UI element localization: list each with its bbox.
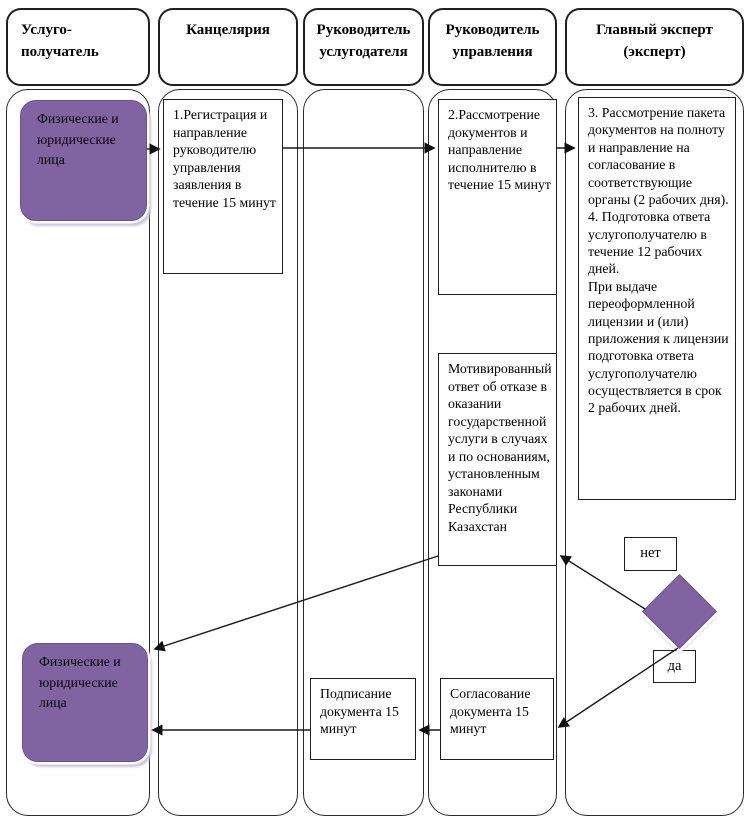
process-step3-4-expert-review: 3. Рассмотрение пакета документов на пол… [578, 97, 736, 500]
lane-header-service-recipient: Услуго-получатель [6, 8, 150, 86]
terminator-recipient-top: Физические и юридические лица [20, 100, 147, 221]
process-step1-registration: 1.Регистрация и направление руководителю… [163, 99, 283, 274]
lane-header-chief-expert: Главный эксперт (эксперт) [565, 8, 744, 86]
terminator-recipient-bottom: Физические и юридические лица [22, 643, 148, 762]
process-approve-document: Согласование документа 15 минут [440, 678, 554, 760]
decision-label-no: нет [624, 537, 677, 571]
decision-label-yes: да [653, 650, 696, 683]
lane-header-provider-head: Руководитель услугодателя [303, 8, 424, 86]
process-sign-document: Подписание документа 15 минут [310, 678, 416, 760]
lane-header-department-head: Руководитель управления [428, 8, 557, 86]
decision-diamond [642, 574, 717, 649]
process-refusal-response: Мотивированный ответ об отказе в оказани… [438, 353, 557, 566]
process-step2-review: 2.Рассмотрение документов и направление … [438, 99, 557, 295]
decision-diamond-shape [642, 574, 717, 649]
lane-header-chancellery: Канцелярия [158, 8, 298, 86]
